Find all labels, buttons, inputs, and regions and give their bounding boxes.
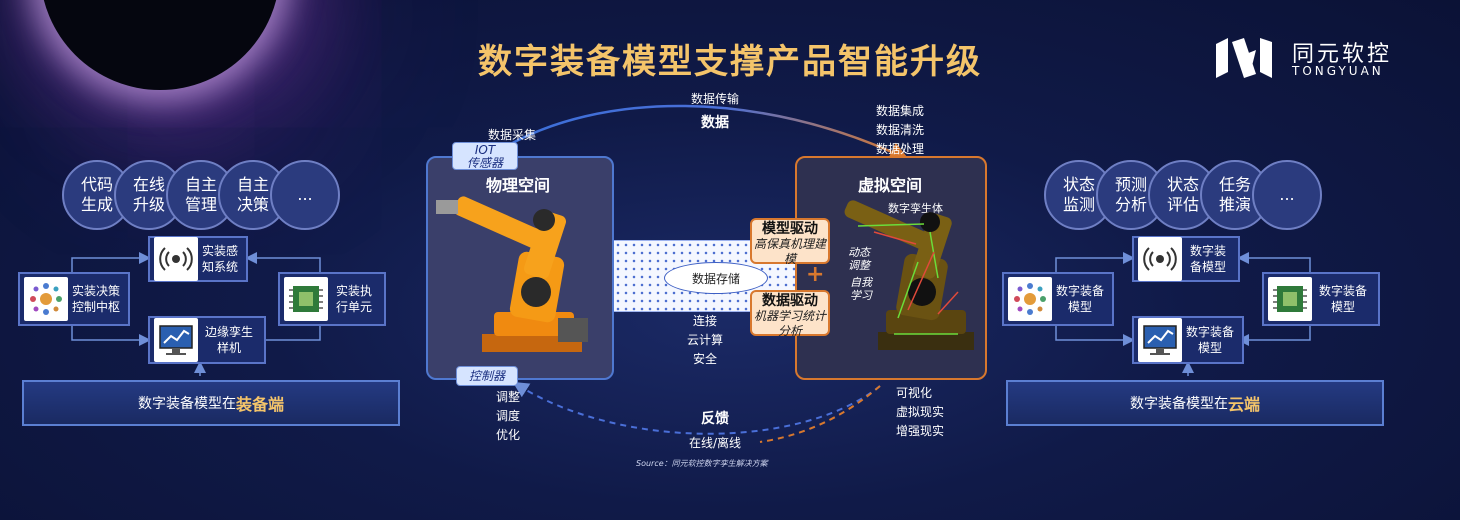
industrial-robot-icon: [436, 196, 588, 352]
visual-item: 虚拟现实: [896, 405, 945, 419]
circle-code-gen: 代码生成: [62, 160, 132, 230]
node-model-right: 数字装备模型: [1262, 272, 1380, 326]
node-edge-twin: 边缘孪生样机: [148, 316, 266, 364]
data-storage-node: 数据存储: [664, 262, 768, 294]
circle-more: ...: [270, 160, 340, 230]
self-learn-label: 自我学习: [850, 276, 872, 302]
digital-twin-label: 数字孪生体: [888, 202, 943, 215]
logo-text-cn: 同元软控: [1292, 42, 1393, 67]
sensor-icon: [1138, 237, 1182, 281]
platform-equipment-side: 数字装备模型在装备端: [22, 380, 400, 426]
infra-list: 连接 云计算 安全: [660, 312, 750, 369]
sensor-icon: [154, 237, 198, 281]
node-label: 数字装备模型: [1185, 325, 1234, 355]
model-driven-title: 模型驱动: [762, 221, 818, 237]
integrate-item: 数据处理: [876, 142, 925, 156]
adjust-item: 优化: [496, 428, 521, 442]
model-driven-sub: 高保真机理建模: [753, 237, 826, 266]
node-model-left: 数字装备模型: [1002, 272, 1114, 326]
source-note: Source：同元软控数字孪生解决方案: [636, 459, 768, 468]
node-model-bottom: 数字装备模型: [1132, 316, 1244, 364]
node-label: 数字装备模型: [1318, 284, 1367, 314]
page-title: 数字装备模型支撑产品智能升级: [478, 42, 982, 82]
adjust-list: 调整 调度 优化: [496, 388, 520, 445]
platform-highlight: 装备端: [235, 395, 284, 414]
node-label: 实装决策控制中枢: [71, 284, 120, 314]
iot-sensor-tag: IOT 传感器: [452, 142, 518, 170]
network-people-icon: [1008, 277, 1052, 321]
node-label: 实装执行单元: [335, 284, 372, 314]
circle-auto-decide: 自主决策: [218, 160, 288, 230]
node-label: 边缘孪生样机: [204, 325, 253, 355]
network-people-icon: [24, 277, 68, 321]
circle-auto-manage: 自主管理: [166, 160, 236, 230]
infra-item: 云计算: [686, 333, 723, 347]
adjust-item: 调度: [496, 409, 521, 423]
tongyuan-logo-icon: [1216, 38, 1272, 78]
integrate-item: 数据集成: [876, 104, 925, 118]
digital-twin-robot-icon: [844, 200, 974, 350]
platform-text: 数字装备模型在: [137, 396, 236, 412]
node-model-top: 数字装备模型: [1132, 236, 1240, 282]
visual-item: 可视化: [896, 386, 933, 400]
virtual-space-title: 虚拟空间: [858, 176, 923, 195]
chip-icon: [1268, 277, 1312, 321]
platform-text: 数字装备模型在: [1129, 396, 1228, 412]
data-driven-sub: 机器学习统计分析: [753, 309, 826, 338]
chip-icon: [284, 277, 328, 321]
node-label: 数字装备模型: [1055, 284, 1104, 314]
data-transfer-label: 数据传输: [690, 92, 739, 106]
data-driven-box: 数据驱动 机器学习统计分析: [750, 290, 830, 338]
data-integrate-list: 数据集成 数据清洗 数据处理: [876, 102, 924, 159]
circle-more: ...: [1252, 160, 1322, 230]
logo-text-en: TONGYUAN: [1292, 64, 1384, 78]
data-label: 数据: [701, 115, 729, 131]
platform-cloud-side: 数字装备模型在云端: [1006, 380, 1384, 426]
node-execution-unit: 实装执行单元: [278, 272, 386, 326]
data-collect-label: 数据采集: [488, 128, 537, 142]
adjust-item: 调整: [496, 390, 521, 404]
monitor-chart-icon: [1138, 318, 1182, 362]
feedback-label: 反馈: [701, 411, 729, 427]
physical-space-title: 物理空间: [486, 176, 551, 195]
node-decision-center: 实装决策控制中枢: [18, 272, 130, 326]
monitor-chart-icon: [154, 318, 198, 362]
dynamic-adjust-label: 动态调整: [848, 246, 870, 272]
data-driven-title: 数据驱动: [762, 293, 818, 309]
controller-tag: 控制器: [456, 366, 518, 386]
online-offline-label: 在线/离线: [688, 436, 742, 450]
circle-state-eval: 状态评估: [1148, 160, 1218, 230]
model-driven-box: 模型驱动 高保真机理建模: [750, 218, 830, 266]
platform-highlight: 云端: [1227, 395, 1260, 414]
node-label: 实装感知系统: [201, 244, 238, 274]
visual-item: 增强现实: [896, 424, 945, 438]
node-perception-system: 实装感知系统: [148, 236, 248, 282]
node-label: 数字装备模型: [1189, 244, 1226, 274]
infra-item: 安全: [692, 352, 717, 366]
plus-icon: +: [806, 262, 825, 287]
visual-list: 可视化 虚拟现实 增强现实: [896, 384, 944, 441]
infra-item: 连接: [692, 314, 717, 328]
integrate-item: 数据清洗: [876, 123, 925, 137]
